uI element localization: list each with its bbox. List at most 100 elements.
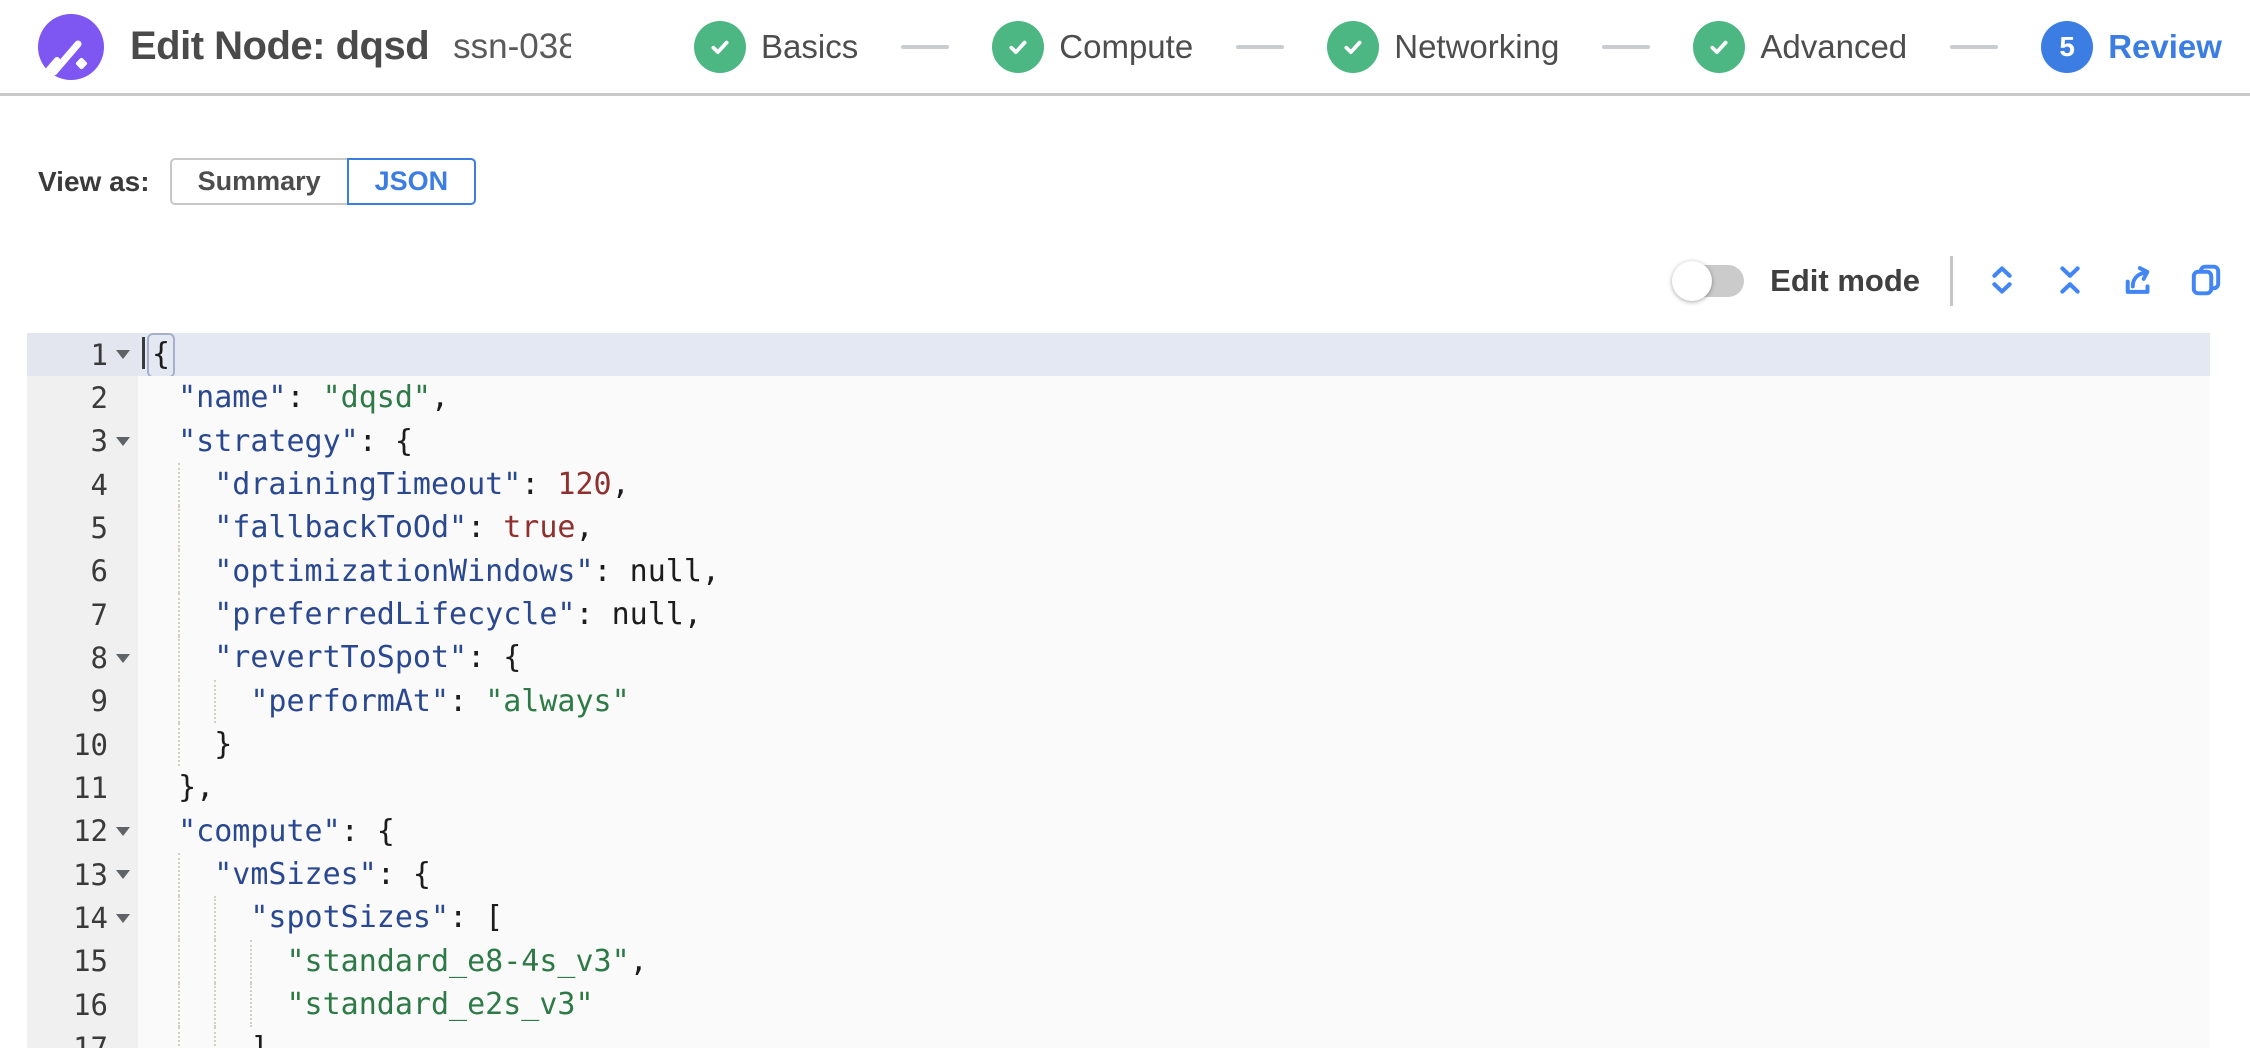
token-pln: : (467, 510, 504, 546)
fold-arrow-icon[interactable] (116, 653, 130, 663)
fold-arrow-icon[interactable] (116, 436, 130, 446)
step-label: Advanced (1760, 27, 1908, 65)
code-line: 17 ], (27, 1026, 2210, 1048)
indent-guide (250, 983, 253, 1027)
json-editor[interactable]: 1{2 "name": "dqsd",3 "strategy": {4 "dra… (27, 333, 2210, 1048)
indent-guide (178, 896, 181, 940)
code-line: 1{ (27, 333, 2210, 377)
indent-guide (178, 506, 181, 550)
gutter-cell: 16 (27, 983, 138, 1027)
token-pln: : (521, 467, 558, 503)
step-compute[interactable]: Compute (992, 20, 1194, 73)
code-line: 5 "fallbackToOd": true, (27, 506, 2210, 550)
token-str: "always" (485, 683, 630, 719)
step-basics[interactable]: Basics (694, 20, 858, 73)
token-key: "spotSizes" (250, 900, 450, 936)
code-line: 8 "revertToSpot": { (27, 636, 2210, 680)
token-pln: : (575, 597, 612, 633)
code-cell[interactable]: ], (138, 1026, 2210, 1048)
code-cell[interactable]: "name": "dqsd", (138, 376, 2210, 419)
copy-button[interactable] (2187, 262, 2225, 300)
line-number: 10 (73, 727, 108, 762)
view-as-json-button[interactable]: JSON (346, 158, 477, 205)
fold-arrow-slot (108, 653, 138, 663)
token-str: "dqsd" (322, 380, 431, 416)
token-key: "vmSizes" (214, 857, 377, 893)
edit-mode-toggle[interactable] (1672, 261, 1745, 301)
code-line: 14 "spotSizes": [ (27, 896, 2210, 940)
line-number: 1 (90, 337, 108, 372)
code-line: 4 "drainingTimeout": 120, (27, 463, 2210, 507)
code-cell[interactable]: } (138, 723, 2210, 767)
code-cell[interactable]: "standard_e8-4s_v3", (138, 939, 2210, 984)
token-brk: { (147, 333, 176, 377)
line-number: 3 (90, 424, 108, 459)
token-pln: } (214, 727, 233, 763)
code-cell[interactable]: "standard_e2s_v3" (138, 983, 2210, 1027)
code-line: 9 "performAt": "always" (27, 679, 2210, 724)
step-connector (1602, 44, 1651, 49)
fold-arrow-slot (108, 826, 138, 836)
token-pln: ], (250, 1030, 287, 1048)
step-connector (1950, 44, 1999, 49)
step-label: Networking (1394, 27, 1560, 65)
code-cell[interactable]: "strategy": { (138, 420, 2210, 463)
code-cell[interactable]: "optimizationWindows": null, (138, 549, 2210, 594)
gutter-cell: 1 (27, 333, 138, 377)
indent-guide (250, 939, 253, 984)
code-line: 3 "strategy": { (27, 419, 2210, 464)
line-number: 14 (73, 901, 108, 936)
step-label: Compute (1059, 27, 1194, 65)
token-key: "preferredLifecycle" (214, 597, 576, 633)
token-pln: : { (358, 423, 413, 459)
token-nul: null (611, 597, 684, 633)
check-icon (1327, 20, 1380, 73)
code-cell[interactable]: "preferredLifecycle": null, (138, 593, 2210, 637)
code-cell[interactable]: "spotSizes": [ (138, 896, 2210, 940)
indent-guide (214, 939, 217, 984)
indent-guide (214, 896, 217, 940)
token-pln: : (449, 683, 486, 719)
fold-arrow-icon[interactable] (116, 870, 130, 880)
indent-guide (178, 939, 181, 984)
token-str: "standard_e8-4s_v3" (286, 943, 630, 979)
code-cell[interactable]: "fallbackToOd": true, (138, 506, 2210, 550)
code-cell[interactable]: "revertToSpot": { (138, 636, 2210, 680)
fold-arrow-icon[interactable] (116, 913, 130, 923)
expand-all-button[interactable] (1983, 262, 2021, 300)
gutter-cell: 11 (27, 766, 138, 810)
export-button[interactable] (2119, 262, 2157, 300)
step-advanced[interactable]: Advanced (1693, 20, 1908, 73)
step-connector (1236, 44, 1285, 49)
fold-arrow-icon[interactable] (116, 826, 130, 836)
indent-guide (178, 549, 181, 594)
token-key: "drainingTimeout" (214, 467, 522, 503)
collapse-all-icon (2051, 261, 2089, 302)
view-as-label: View as: (38, 165, 150, 197)
token-pln: : { (467, 640, 522, 676)
gutter-cell: 12 (27, 809, 138, 854)
line-number: 11 (73, 771, 108, 806)
token-pln: : (286, 380, 323, 416)
code-line: 12 "compute": { (27, 809, 2210, 854)
expand-all-icon (1983, 261, 2021, 302)
token-pln: : (593, 553, 630, 589)
code-cell[interactable]: "compute": { (138, 810, 2210, 853)
view-as-summary-button[interactable]: Summary (169, 158, 349, 205)
code-cell[interactable]: { (138, 333, 2210, 377)
check-icon (1693, 20, 1746, 73)
fold-arrow-icon[interactable] (116, 350, 130, 360)
code-cell[interactable]: "performAt": "always" (138, 679, 2210, 724)
step-networking[interactable]: Networking (1327, 20, 1560, 73)
code-cell[interactable]: }, (138, 766, 2210, 809)
code-cell[interactable]: "vmSizes": { (138, 853, 2210, 897)
code-line: 15 "standard_e8-4s_v3", (27, 939, 2210, 984)
collapse-all-button[interactable] (2051, 262, 2089, 300)
token-key: "strategy" (178, 423, 359, 459)
token-pln: , (431, 380, 450, 416)
code-cell[interactable]: "drainingTimeout": 120, (138, 463, 2210, 507)
token-num: 120 (557, 467, 612, 503)
